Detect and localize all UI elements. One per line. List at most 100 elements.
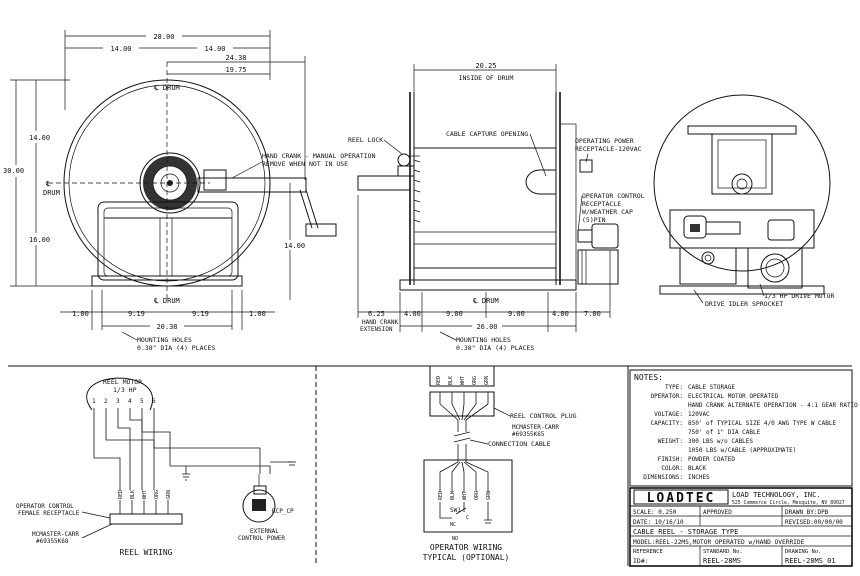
rcp-label: RCP_CP	[272, 508, 294, 515]
dim-4-left: 4.00	[404, 310, 421, 318]
side-view	[357, 92, 619, 291]
dim-20-38: 20.38	[156, 323, 177, 331]
op-control-label-1: OPERATOR CONTROL	[582, 192, 645, 200]
hand-crank-note-2: REMOVE WHEN NOT IN USE	[262, 160, 348, 168]
sw-c: C	[466, 515, 469, 521]
drive-idler-label: DRIVE IDLER SPROCKET	[705, 300, 783, 308]
note-key: VOLTAGE:	[654, 411, 683, 418]
op-power-label-2: RECEPTACLE-120VAC	[575, 145, 642, 153]
mcmaster-b-2: #69355K65	[512, 431, 545, 438]
company-address: 525 Commerce Circle, Mesquite, NV 89027	[732, 500, 845, 506]
mcmaster-a-1: MCMASTER-CARR	[32, 531, 79, 538]
hand-crank-ext-1: HAND CRANK	[362, 319, 399, 326]
company-name: LOAD TECHNOLOGY, INC.	[732, 491, 821, 499]
wire-grn-b: GRN	[484, 376, 490, 385]
operator-wiring-diagram: RED BLK WHT ORG GRN REEL CONTROL PLUG MC…	[423, 365, 577, 562]
sw-nc: NC	[450, 522, 456, 528]
pin-6: 6	[152, 398, 156, 405]
note-key: OPERATOR:	[650, 393, 683, 400]
dim-16-vertical: 16.00	[29, 236, 50, 244]
pin-5: 5	[140, 398, 144, 405]
reel-motor-1: REEL MOTOR	[103, 378, 142, 386]
inside-of-drum: INSIDE OF DRUM	[459, 74, 514, 82]
title-line-2: MODEL:REEL-22MS,MOTOR OPERATED w/HAND OV…	[633, 539, 805, 546]
drawing-label: DRAWING No.	[785, 549, 821, 555]
revised: REVISED:00/00/00	[785, 519, 843, 526]
wire-wht-c: WHT	[462, 491, 468, 500]
op-control-label-4: (5)PIN	[582, 216, 606, 224]
wire-wht-a: WHT	[142, 490, 148, 499]
connection-cable: CONNECTION CABLE	[488, 440, 551, 448]
note-key: COLOR:	[661, 465, 683, 472]
wire-wht-b: WHT	[460, 376, 466, 385]
dim-30: 30.00	[3, 167, 24, 175]
notes-heading: NOTES:	[634, 373, 663, 382]
cl-drum-top: ℄ DRUM	[153, 84, 180, 92]
front-view-dimensions: 28.00 14.00 14.00 24.38 19.75 ℄ DRUM 30.…	[3, 30, 376, 352]
wire-red-c: RED	[438, 491, 444, 500]
side-view-dimensions: 20.25 INSIDE OF DRUM REEL LOCK CABLE CAP…	[348, 62, 645, 352]
wire-blk-a: BLK	[130, 490, 136, 499]
title-block: LOADTEC LOAD TECHNOLOGY, INC. 525 Commer…	[629, 487, 853, 567]
note-key: WEIGHT:	[658, 438, 683, 445]
pin-2: 2	[104, 398, 108, 405]
dim-1-right: 1.00	[249, 310, 266, 318]
mounting-holes-a-2: 0.38" DIA (4) PLACES	[137, 344, 215, 352]
dim-9-19-right: 9.19	[192, 310, 209, 318]
dim-19-75: 19.75	[225, 66, 246, 74]
note-value: INCHES	[688, 474, 710, 481]
standard-label: STANDARD No.	[703, 549, 743, 555]
mounting-holes-b-1: MOUNTING HOLES	[456, 336, 511, 344]
pin-3: 3	[116, 398, 120, 405]
note-value: 1050 LBS w/CABLE (APPROXIMATE)	[688, 447, 796, 454]
dim-20-25: 20.25	[475, 62, 496, 70]
note-value: CABLE STORAGE	[688, 384, 735, 391]
note-value: BLACK	[688, 465, 706, 472]
wire-org-b: ORG	[472, 376, 478, 385]
dim-7: 7.00	[584, 310, 601, 318]
sw1-label: SW1	[450, 507, 461, 514]
approved: APPROVED	[703, 509, 732, 516]
wire-org-a: ORG	[154, 490, 160, 499]
dim-1-left: 1.00	[72, 310, 89, 318]
cl-drum-left-1: ℄	[45, 180, 51, 188]
date: DATE: 10/16/10	[633, 519, 684, 526]
notes-block: NOTES: TYPE: CABLE STORAGE OPERATOR: ELE…	[629, 369, 858, 487]
op-female-2: FEMALE RECEPTACLE	[18, 510, 80, 517]
logo: LOADTEC	[647, 491, 716, 506]
note-value: ELECTRICAL MOTOR OPERATED	[688, 393, 779, 400]
wire-blk-c: BLK	[450, 491, 456, 500]
dim-4-right: 4.00	[552, 310, 569, 318]
reel-control-plug: REEL CONTROL PLUG	[510, 412, 577, 420]
op-female-1: OPERATOR CONTROL	[16, 503, 74, 510]
note-value: 300 LBS w/o CABLES	[688, 438, 753, 445]
external-power-2: CONTROL POWER	[238, 535, 285, 542]
dim-9-19-left: 9.19	[128, 310, 145, 318]
dim-14-crank: 14.00	[284, 242, 305, 250]
hand-crank-note-1: HAND CRANK - MANUAL OPERATION	[262, 152, 376, 160]
op-control-label-3: W/WEATHER CAP	[582, 208, 633, 216]
note-value: HAND CRANK ALTERNATE OPERATION - 4:1 GEA…	[688, 402, 858, 409]
mounting-holes-b-2: 0.38" DIA (4) PLACES	[456, 344, 534, 352]
sw-no: NO	[452, 536, 458, 542]
wire-grn-a: GRN	[166, 490, 172, 499]
cl-drum-left-2: DRUM	[43, 189, 60, 197]
op-power-label-1: OPERATING POWER	[575, 137, 634, 145]
reel-motor-2: 1/3 HP	[113, 386, 137, 394]
operator-wiring-title-1: OPERATOR WIRING	[430, 543, 502, 552]
id-label: ID#:	[633, 557, 649, 565]
wire-grn-c: GRN	[486, 491, 492, 500]
mcmaster-a-2: #69355K68	[36, 538, 69, 545]
note-value: 750' of 1" DIA CABLE	[688, 429, 761, 436]
note-value: 850' of TYPICAL SIZE 4/0 AWG TYPE W CABL…	[688, 420, 836, 427]
note-value: 120VAC	[688, 411, 710, 418]
reel-wiring-title: REEL WIRING	[120, 548, 173, 557]
drive-motor-label: 1/3 HP DRIVE MOTOR	[764, 292, 835, 300]
pin-1: 1	[92, 398, 96, 405]
note-key: CAPACITY:	[650, 420, 683, 427]
note-value: POWDER COATED	[688, 456, 735, 463]
hand-crank-ext-2: EXTENSION	[360, 326, 393, 333]
wire-red-a: RED	[118, 490, 124, 499]
